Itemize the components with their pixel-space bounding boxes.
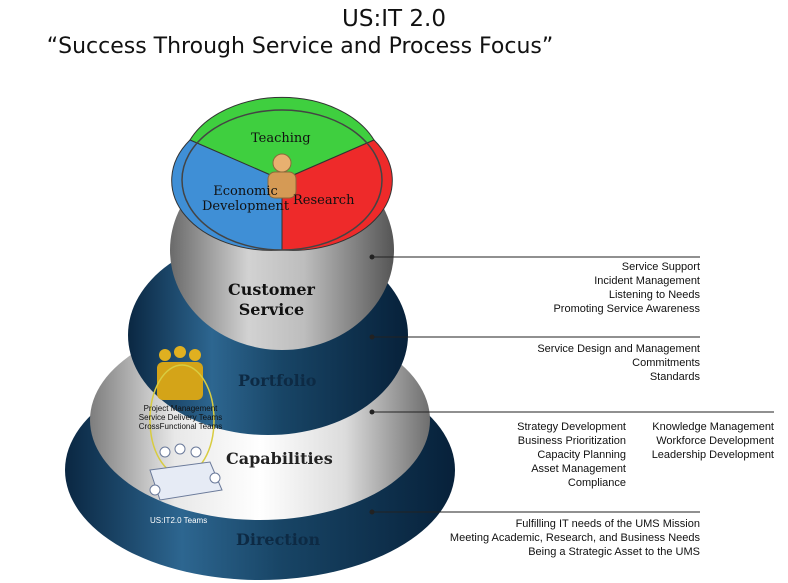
capabilities-right-item: Leadership Development: [651, 449, 774, 461]
capabilities-right-item: Workforce Development: [656, 435, 774, 447]
pie-label-research: Research: [293, 193, 355, 208]
capabilities-left-item: Capacity Planning: [537, 449, 626, 461]
layer-label-capabilities: Capabilities: [226, 449, 333, 468]
direction-item: Being a Strategic Asset to the UMS: [528, 546, 700, 558]
customer-service-item: Promoting Service Awareness: [553, 303, 700, 315]
capabilities-left-item: Compliance: [567, 477, 626, 489]
portfolio-item: Standards: [649, 371, 700, 383]
capabilities-left-item: Strategy Development: [517, 421, 626, 433]
layer-label-customer-line1: Customer: [228, 280, 315, 299]
teams-label: Project Management Service Delivery Team…: [133, 404, 228, 431]
capabilities-left-item: Asset Management: [531, 463, 626, 475]
uit-teams-label: US:IT2.0 Teams: [150, 516, 208, 525]
pie-slice-research: [281, 139, 393, 251]
pie-label-teaching: Teaching: [251, 131, 311, 146]
layer-label-customer-service: Customer Service: [228, 280, 315, 320]
diagram-title: US:IT 2.0: [342, 6, 446, 32]
portfolio-item: Service Design and Management: [537, 343, 700, 355]
capabilities-left-item: Business Prioritization: [517, 435, 626, 447]
layer-label-customer-line2: Service: [238, 300, 305, 319]
layer-label-direction: Direction: [236, 530, 321, 549]
portfolio-item: Commitments: [632, 357, 700, 369]
direction-item: Meeting Academic, Research, and Business…: [449, 532, 700, 544]
customer-service-item: Incident Management: [594, 275, 700, 287]
customer-service-item: Listening to Needs: [608, 289, 700, 301]
pie-slice-economic-development: [171, 139, 283, 251]
team-people-icon: [157, 346, 203, 400]
direction-item: Fulfilling IT needs of the UMS Mission: [515, 518, 700, 530]
meeting-table-icon: [149, 443, 223, 501]
customer-service-item: Service Support: [621, 261, 700, 273]
teams-label-line1: Project Management: [143, 404, 218, 413]
person-icon: [267, 153, 297, 199]
teams-label-line3: CrossFunctional Teams: [138, 422, 223, 431]
pie-label-economic-line1: Economic: [213, 184, 278, 199]
pie-label-economic-line2: Development: [202, 199, 290, 214]
layer-label-portfolio: Portfolio: [238, 371, 317, 390]
pie-label-economic-development: Economic Development: [202, 184, 289, 214]
mission-pie: [171, 96, 393, 251]
diagram-subtitle: “Success Through Service and Process Foc…: [46, 34, 554, 59]
capabilities-right-item: Knowledge Management: [652, 421, 774, 433]
teams-label-line2: Service Delivery Teams: [138, 413, 223, 422]
